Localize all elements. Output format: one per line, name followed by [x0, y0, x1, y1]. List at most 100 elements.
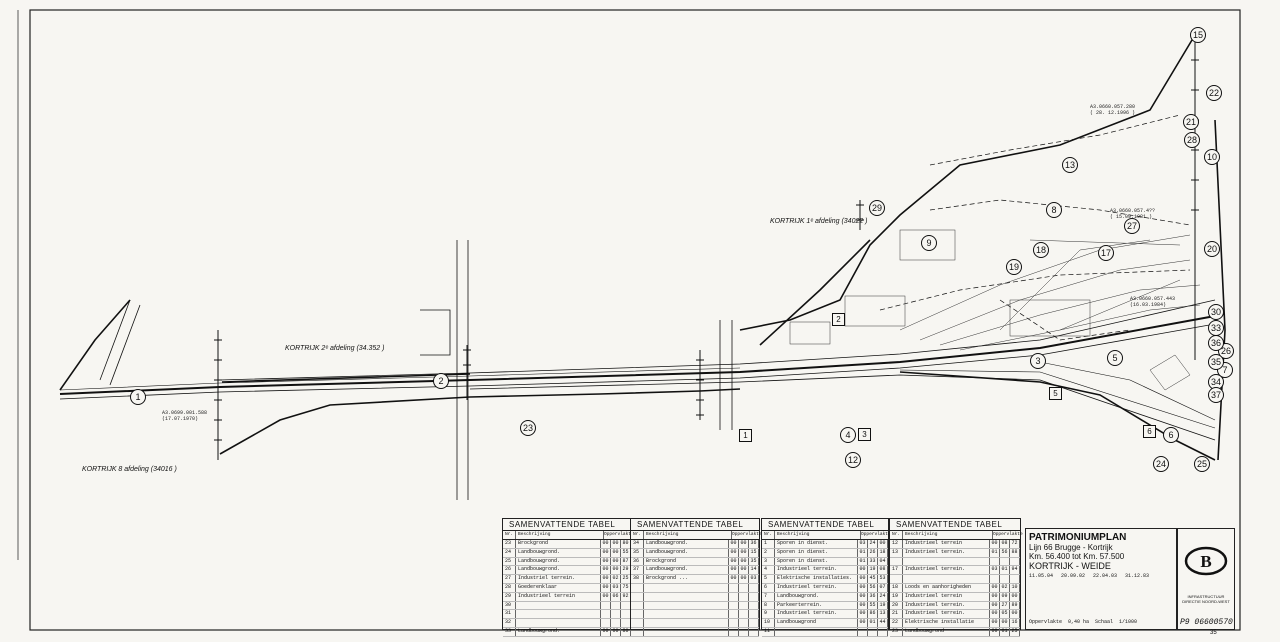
row-description: Industrieel terrein.	[775, 583, 858, 592]
area-value: 00	[858, 592, 868, 601]
row-number: 33	[503, 627, 516, 636]
row-number: 36	[631, 557, 644, 566]
area-value: 89	[1010, 601, 1020, 610]
parcel-marker: 9	[921, 235, 937, 251]
row-number: 20	[890, 601, 903, 610]
area-value: 26	[868, 548, 878, 557]
parcel-marker: 6	[1163, 427, 1179, 443]
row-description: Sporen in dienst.	[775, 540, 858, 548]
row-description: Brockgrond	[516, 540, 601, 548]
row-number: 12	[890, 540, 903, 548]
table-title: SAMENVATTENDE TABEL	[631, 519, 759, 531]
area-value: 01	[858, 557, 868, 566]
area-value	[611, 610, 621, 619]
row-description: Industrieel terrein.	[775, 566, 858, 575]
row-number: 30	[503, 601, 516, 610]
area-value: 00	[729, 575, 739, 583]
parcel-marker: 29	[869, 200, 885, 216]
row-description	[644, 601, 729, 610]
row-description	[644, 583, 729, 592]
area-value	[739, 610, 749, 619]
area-value	[739, 601, 749, 610]
table-header: Nr. Beschrijving Oppervlakte	[503, 531, 634, 540]
scale-row: Oppervlakte 0,40 ha Schaal 1/1000	[1026, 618, 1140, 626]
area-value: 00	[611, 540, 621, 548]
parcel-marker: 22	[1206, 85, 1222, 101]
row-number: 6	[762, 583, 775, 592]
area-value	[739, 592, 749, 601]
col-area: Oppervlakte	[732, 532, 762, 537]
date-list: 11.05.04 20.09.02 22.04.03 31.12.83	[1026, 571, 1176, 581]
area-value	[1010, 557, 1020, 566]
row-number: 23	[503, 540, 516, 548]
area-value: 01	[990, 548, 1000, 557]
area-value: 08	[1000, 540, 1010, 548]
area-value	[601, 610, 611, 619]
area-value: 00	[601, 540, 611, 548]
area-value: 25	[1010, 627, 1020, 636]
area-value	[749, 619, 759, 627]
row-description	[516, 619, 601, 627]
row-description: Sporen in dienst.	[775, 557, 858, 566]
area-value: 00	[990, 601, 1000, 610]
area-value: 00	[611, 557, 621, 566]
area-value: 00	[611, 566, 621, 575]
area-value: 02	[611, 575, 621, 583]
zone-marker: 3	[858, 428, 871, 441]
area-value: 94	[1010, 566, 1020, 575]
table-header: Nr. Beschrijving Oppervlakte	[631, 531, 762, 540]
row-number	[631, 619, 644, 627]
summary-table: SAMENVATTENDE TABEL Nr. Beschrijving Opp…	[630, 518, 762, 637]
area-value	[739, 627, 749, 636]
scale-value: 1/1000	[1119, 619, 1138, 625]
title-block: PATRIMONIUMPLAN Lijn 66 Brugge - Kortrij…	[1025, 528, 1177, 630]
row-number: 22	[890, 619, 903, 627]
area-value	[1000, 557, 1010, 566]
reference-label: A3.0699.001.588 (17.07.1970)	[162, 410, 208, 422]
row-description: Industrieel terrein.	[775, 610, 858, 619]
col-area: Oppervlakte	[604, 532, 634, 537]
area-label: Oppervlakte	[1029, 619, 1063, 625]
row-description: Landbouwgrond.	[516, 557, 601, 566]
row-description	[644, 619, 729, 627]
area-value	[1000, 575, 1010, 583]
table-row: 32	[503, 619, 631, 628]
col-desc: Beschrijving	[903, 531, 993, 539]
parcel-marker: 18	[1033, 242, 1049, 258]
date-entry: 22.04.03	[1093, 573, 1118, 579]
row-description: Landbouwgrond	[775, 619, 858, 627]
area-value: 00	[739, 548, 749, 557]
table-row	[631, 583, 759, 593]
row-number: 3	[762, 557, 775, 566]
parcel-marker: 10	[1204, 149, 1220, 165]
parcel-marker: 33	[1208, 320, 1224, 336]
row-number: 28	[503, 583, 516, 592]
row-number: 34	[631, 540, 644, 548]
parcel-marker: 36	[1208, 335, 1224, 351]
area-value: 00	[858, 583, 868, 592]
area-value	[729, 610, 739, 619]
parcel-marker: 34	[1208, 374, 1224, 390]
table-row	[631, 627, 759, 637]
table-title: SAMENVATTENDE TABEL	[890, 519, 1020, 531]
area-value: 01	[858, 548, 868, 557]
table-row: 11	[762, 627, 888, 637]
table-header: Nr. Beschrijving Oppervlakte	[890, 531, 1023, 540]
area-value: 01	[1000, 566, 1010, 575]
area-value: 13	[878, 610, 888, 619]
drawing-number: P9 06600570	[1180, 618, 1233, 627]
row-number: 35	[631, 548, 644, 557]
area-value: 00	[1000, 619, 1010, 627]
row-number	[890, 557, 903, 566]
area-value: 00	[601, 627, 611, 636]
row-description: Landbouwgrond.	[516, 566, 601, 575]
